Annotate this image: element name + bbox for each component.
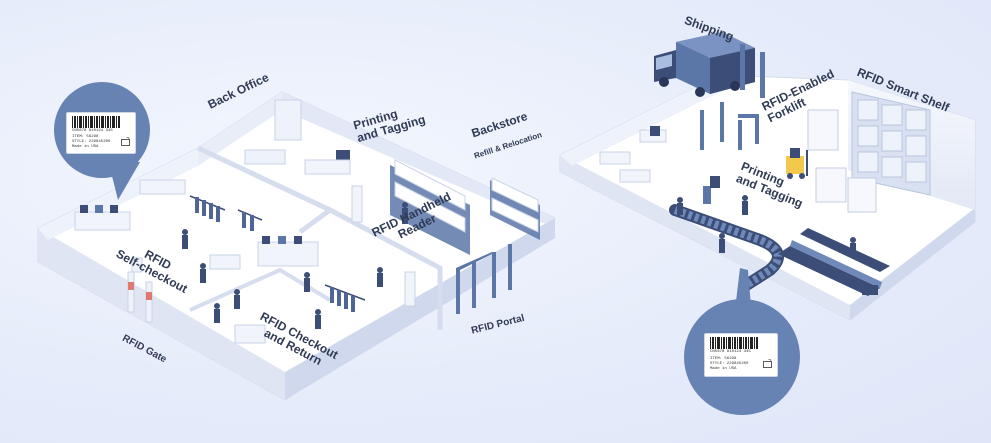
rfid-chip-icon (121, 137, 130, 146)
backstore-shelves (390, 159, 540, 255)
back-office-desk (244, 149, 286, 165)
warehouse-printer (650, 126, 660, 136)
rfid-tag-bottom: CN5678 910124 345 ITEM: 56298 STYLE: 229… (704, 333, 778, 377)
tag-bottom-barcode-number: CN5678 910124 345 (710, 350, 751, 354)
partition-checkout (189, 267, 332, 312)
tag-top-line1: ITEM: 56298 (72, 135, 99, 139)
barcode-icon (710, 337, 758, 349)
store-wall-front-left (38, 228, 285, 400)
clothing-items (195, 197, 355, 312)
warehouse-workers (677, 195, 856, 257)
warehouse-desks (599, 129, 667, 183)
store-back-wall-mid (198, 92, 282, 166)
store-wall-front-right (285, 218, 555, 400)
store-people (182, 202, 408, 329)
back-office-cabinet (274, 99, 302, 141)
self-checkout-kiosk (131, 257, 143, 273)
conveyor-belt (669, 176, 784, 292)
warehouse-wall-front-right (850, 208, 975, 320)
warehouse-back-wall (560, 75, 720, 166)
storage-door (404, 271, 416, 307)
partition-backstore (328, 207, 443, 330)
warehouse-building (559, 32, 976, 321)
shipping-truck (654, 32, 765, 98)
backstore-door (351, 185, 363, 223)
rfid-gate-pillars (127, 271, 153, 323)
store-back-wall-right (282, 92, 555, 224)
printer-store (336, 150, 350, 162)
barcode-icon (72, 116, 120, 128)
tag-top-line3: Made in USA (72, 145, 99, 149)
printing-desk-store (304, 159, 351, 175)
rfid-portal-frame (456, 244, 512, 314)
tag-bottom-line3: Made in USA (710, 367, 737, 371)
forklift (786, 148, 808, 179)
tag-bottom-line2: STYLE: 229845200 (710, 362, 749, 366)
pallet-boxes (807, 109, 877, 213)
tag-bottom-line1: ITEM: 56298 (710, 357, 737, 361)
packing-tables (778, 228, 890, 296)
rfid-tag-top: CN5678 910124 345 ITEM: 56298 STYLE: 229… (66, 112, 136, 154)
warehouse-wall-front-left (560, 155, 850, 320)
rfid-chip-icon (763, 359, 772, 368)
warehouse-rfid-portals (700, 102, 759, 150)
tag-top-barcode-number: CN5678 910124 345 (72, 129, 113, 133)
smart-shelf-grid (851, 91, 931, 196)
retail-displays (74, 179, 319, 344)
tag-top-line2: STYLE: 229845200 (72, 140, 111, 144)
